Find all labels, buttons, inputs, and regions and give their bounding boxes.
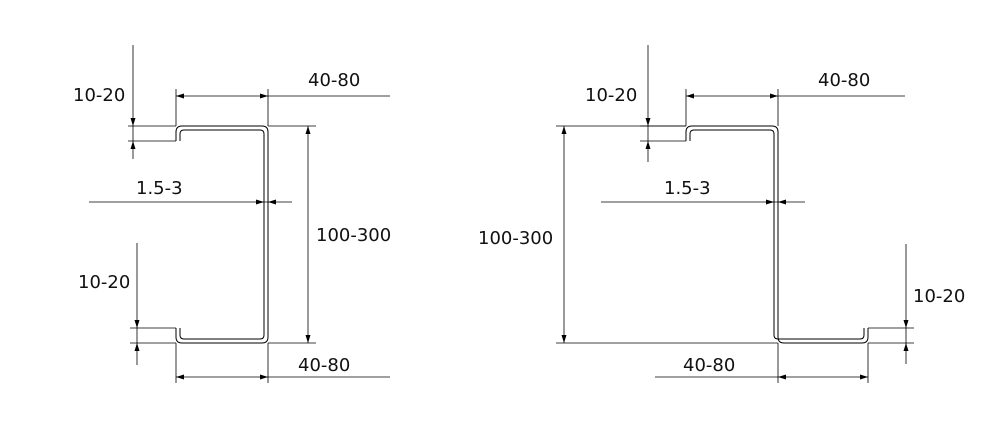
c-height-dimension: 100-300 (268, 125, 391, 344)
c-flange-top-dimension: 40-80 (175, 70, 390, 126)
z-lip-bottom-dimension: 10-20 (868, 244, 965, 364)
c-thickness-label: 1.5-3 (136, 178, 183, 199)
z-lip-top-dimension: 10-20 (585, 45, 686, 162)
c-lip-top-label: 10-20 (73, 85, 125, 106)
z-thickness-label: 1.5-3 (664, 178, 711, 199)
c-lip-top-dimension: 10-20 (73, 45, 176, 159)
z-flange-bottom-dimension: 40-80 (655, 343, 869, 383)
c-lip-bottom-dimension: 10-20 (78, 243, 176, 365)
z-height-label: 100-300 (478, 228, 553, 249)
z-flange-top-label: 40-80 (818, 70, 870, 91)
z-flange-top-dimension: 40-80 (685, 70, 905, 126)
c-section-profile-outer (175, 125, 269, 344)
c-height-label: 100-300 (316, 225, 391, 246)
c-thickness-dimension: 1.5-3 (89, 178, 292, 205)
z-height-dimension: 100-300 (478, 125, 778, 344)
z-lip-bottom-label: 10-20 (913, 286, 965, 307)
c-section: 10-20 40-80 1.5-3 100-300 (73, 45, 391, 383)
z-flange-bottom-label: 40-80 (683, 355, 735, 376)
z-section: 10-20 40-80 1.5-3 100-300 (478, 45, 965, 383)
c-flange-bottom-label: 40-80 (298, 355, 350, 376)
c-section-profile-inner (179, 129, 265, 340)
z-section-profile-outer (685, 125, 869, 344)
z-section-profile-inner (689, 129, 865, 340)
z-thickness-dimension: 1.5-3 (601, 178, 805, 205)
c-flange-top-label: 40-80 (308, 70, 360, 91)
c-flange-bottom-dimension: 40-80 (175, 343, 390, 383)
z-lip-top-label: 10-20 (585, 85, 637, 106)
c-lip-bottom-label: 10-20 (78, 272, 130, 293)
